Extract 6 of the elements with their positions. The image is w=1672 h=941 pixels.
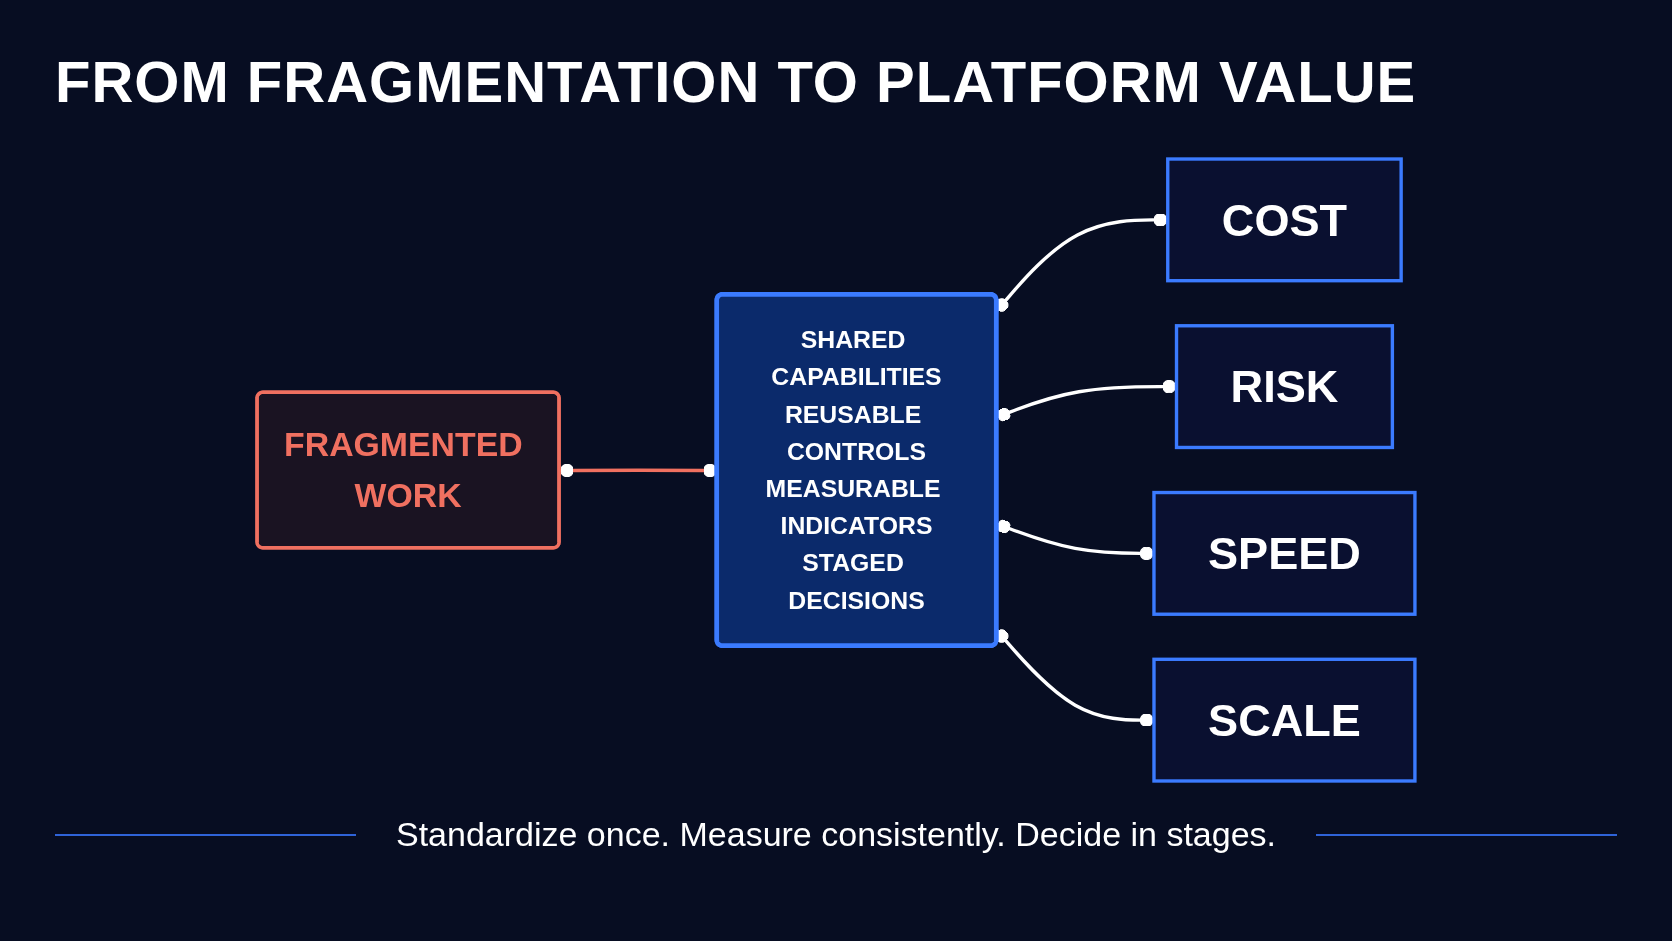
node-box: SPEED — [1152, 490, 1417, 616]
caption: Standardize once. Measure consistently. Decide in stages. — [395, 815, 1277, 854]
node-box: COST — [1166, 157, 1403, 283]
title: FROM FRAGMENTATION TO PLATFORM VALUE — [55, 48, 1417, 115]
node-box: SCALE — [1152, 657, 1417, 783]
node-box: RISK — [1174, 324, 1395, 450]
